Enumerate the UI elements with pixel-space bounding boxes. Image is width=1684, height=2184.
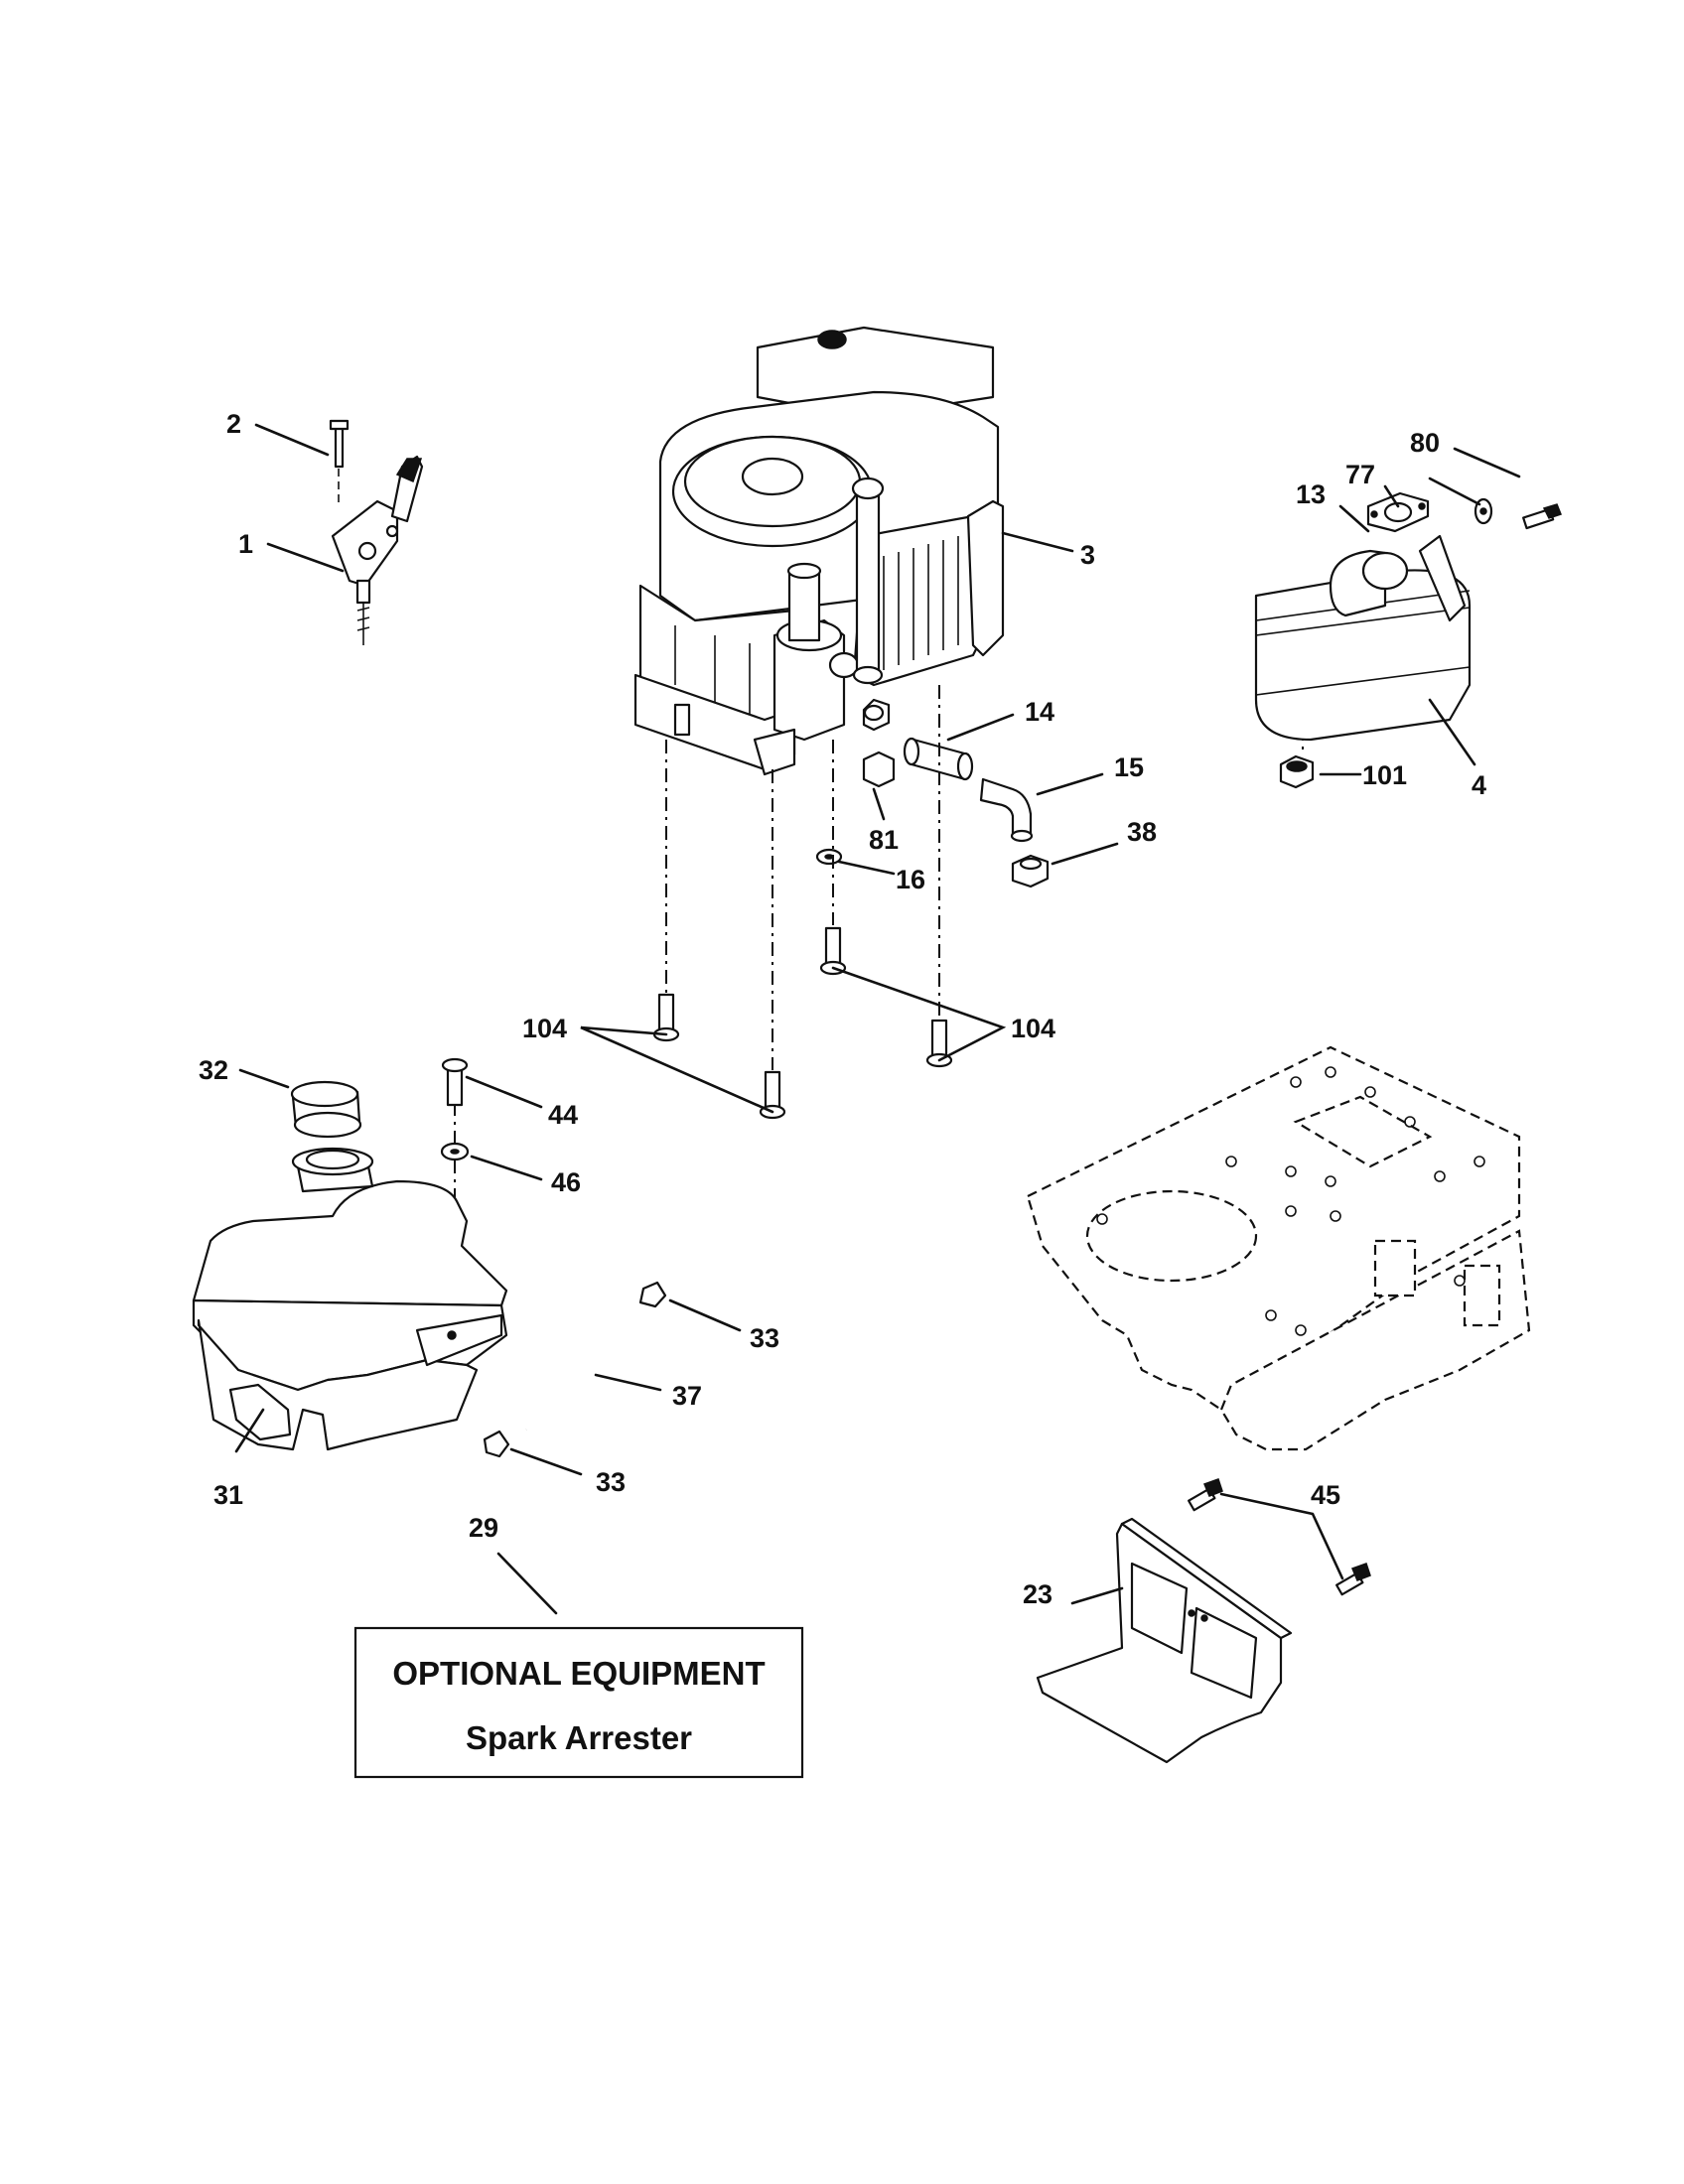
callout-labels: 2 1 3 80 77 13 101 4 14 15 38 81 16 104 …: [199, 409, 1486, 1609]
fuel-line: [483, 1281, 667, 1458]
callout-80: 80: [1410, 428, 1440, 458]
leader-lines: [234, 423, 1521, 1615]
optional-equipment-box: OPTIONAL EQUIPMENT Spark Arrester: [353, 1626, 804, 1779]
callout-77: 77: [1345, 460, 1375, 489]
callout-33-top: 33: [750, 1323, 779, 1353]
callout-45: 45: [1311, 1480, 1340, 1510]
engine-mount-bolts: [652, 926, 953, 1120]
callout-31: 31: [213, 1480, 243, 1510]
oil-drain-parts: [815, 737, 1050, 888]
callout-32: 32: [199, 1055, 228, 1085]
callout-33-bottom: 33: [596, 1467, 626, 1497]
callout-3: 3: [1080, 540, 1095, 570]
callout-14: 14: [1025, 697, 1054, 727]
shield: [1036, 1478, 1371, 1764]
callout-81: 81: [869, 825, 899, 855]
callout-104-right: 104: [1011, 1014, 1055, 1043]
muffler: [1254, 491, 1562, 789]
callout-13: 13: [1296, 479, 1326, 509]
fuel-tank: [192, 1057, 508, 1451]
callout-4: 4: [1472, 770, 1486, 800]
engine: [633, 326, 1005, 776]
callout-101: 101: [1362, 760, 1407, 790]
callout-29: 29: [469, 1513, 498, 1543]
optional-equipment-item: Spark Arrester: [466, 1719, 692, 1756]
tractor-frame: [1026, 1045, 1531, 1451]
callout-23: 23: [1023, 1579, 1052, 1609]
callout-2: 2: [226, 409, 241, 439]
callout-1: 1: [238, 529, 253, 559]
callout-37: 37: [672, 1381, 702, 1411]
callout-46: 46: [551, 1167, 581, 1197]
callout-44: 44: [548, 1100, 578, 1130]
optional-equipment-title: OPTIONAL EQUIPMENT: [392, 1655, 765, 1692]
throttle-control: [329, 419, 424, 645]
callout-38: 38: [1127, 817, 1157, 847]
callout-104-left: 104: [522, 1014, 567, 1043]
callout-15: 15: [1114, 752, 1144, 782]
callout-16: 16: [896, 865, 925, 894]
